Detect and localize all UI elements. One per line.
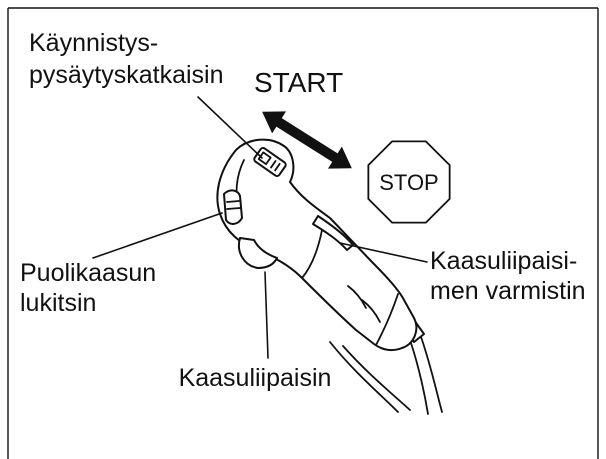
trigger-lockout-label-line2: men varmistin — [430, 277, 586, 305]
throttle-trigger-label: Kaasuliipaisin — [179, 364, 332, 392]
figure-frame — [7, 7, 599, 459]
trigger-lockout-leader-line — [339, 242, 428, 263]
trigger-lockout-lever — [312, 215, 354, 251]
half-throttle-lock-label-line1: Puolikaasun — [20, 259, 156, 287]
stop-sign-icon: STOP — [367, 140, 451, 224]
half-throttle-lock-label-line2: lukitsin — [20, 289, 96, 317]
throttle-trigger — [238, 237, 278, 269]
trigger-lockout-label-line1: Kaasuliipaisi- — [430, 247, 577, 275]
half-throttle-leader-line — [92, 212, 223, 259]
switch-leader-line — [197, 96, 263, 159]
start-stop-switch — [253, 147, 287, 177]
trigger-leader-line — [264, 271, 269, 359]
stop-label: STOP — [379, 170, 439, 195]
start-label: START — [254, 67, 343, 98]
switch-label-line2: pysäytyskatkaisin — [29, 61, 224, 89]
double-arrow-icon — [262, 111, 352, 169]
half-throttle-lock — [223, 189, 243, 225]
switch-label-line1: Käynnistys- — [29, 29, 158, 57]
